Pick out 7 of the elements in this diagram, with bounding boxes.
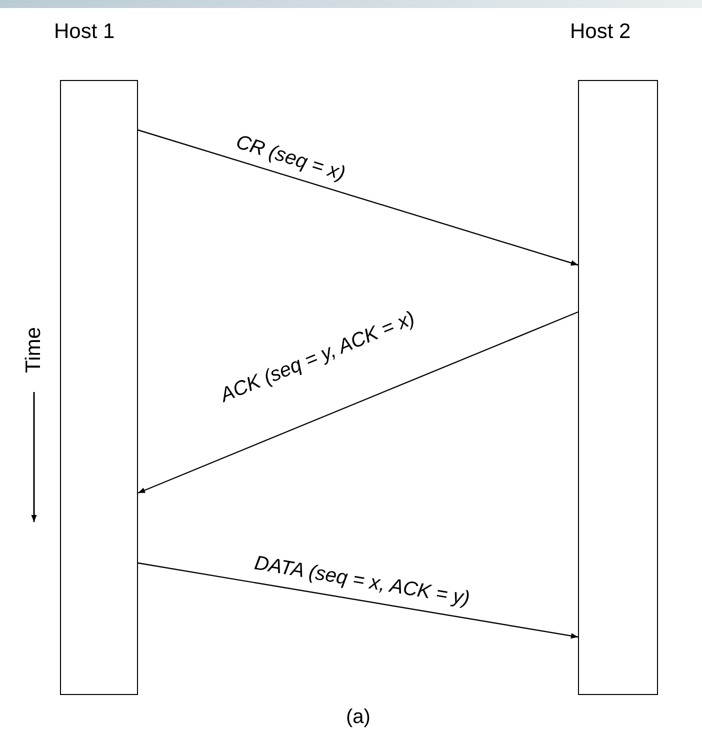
host-label: Host 1 — [54, 20, 115, 44]
figure-caption: (a) — [346, 706, 370, 729]
arrow — [138, 562, 578, 639]
arrow — [138, 129, 578, 266]
arrow — [138, 311, 578, 494]
time-label: Time — [22, 327, 46, 373]
host-label: Host 2 — [570, 20, 631, 44]
